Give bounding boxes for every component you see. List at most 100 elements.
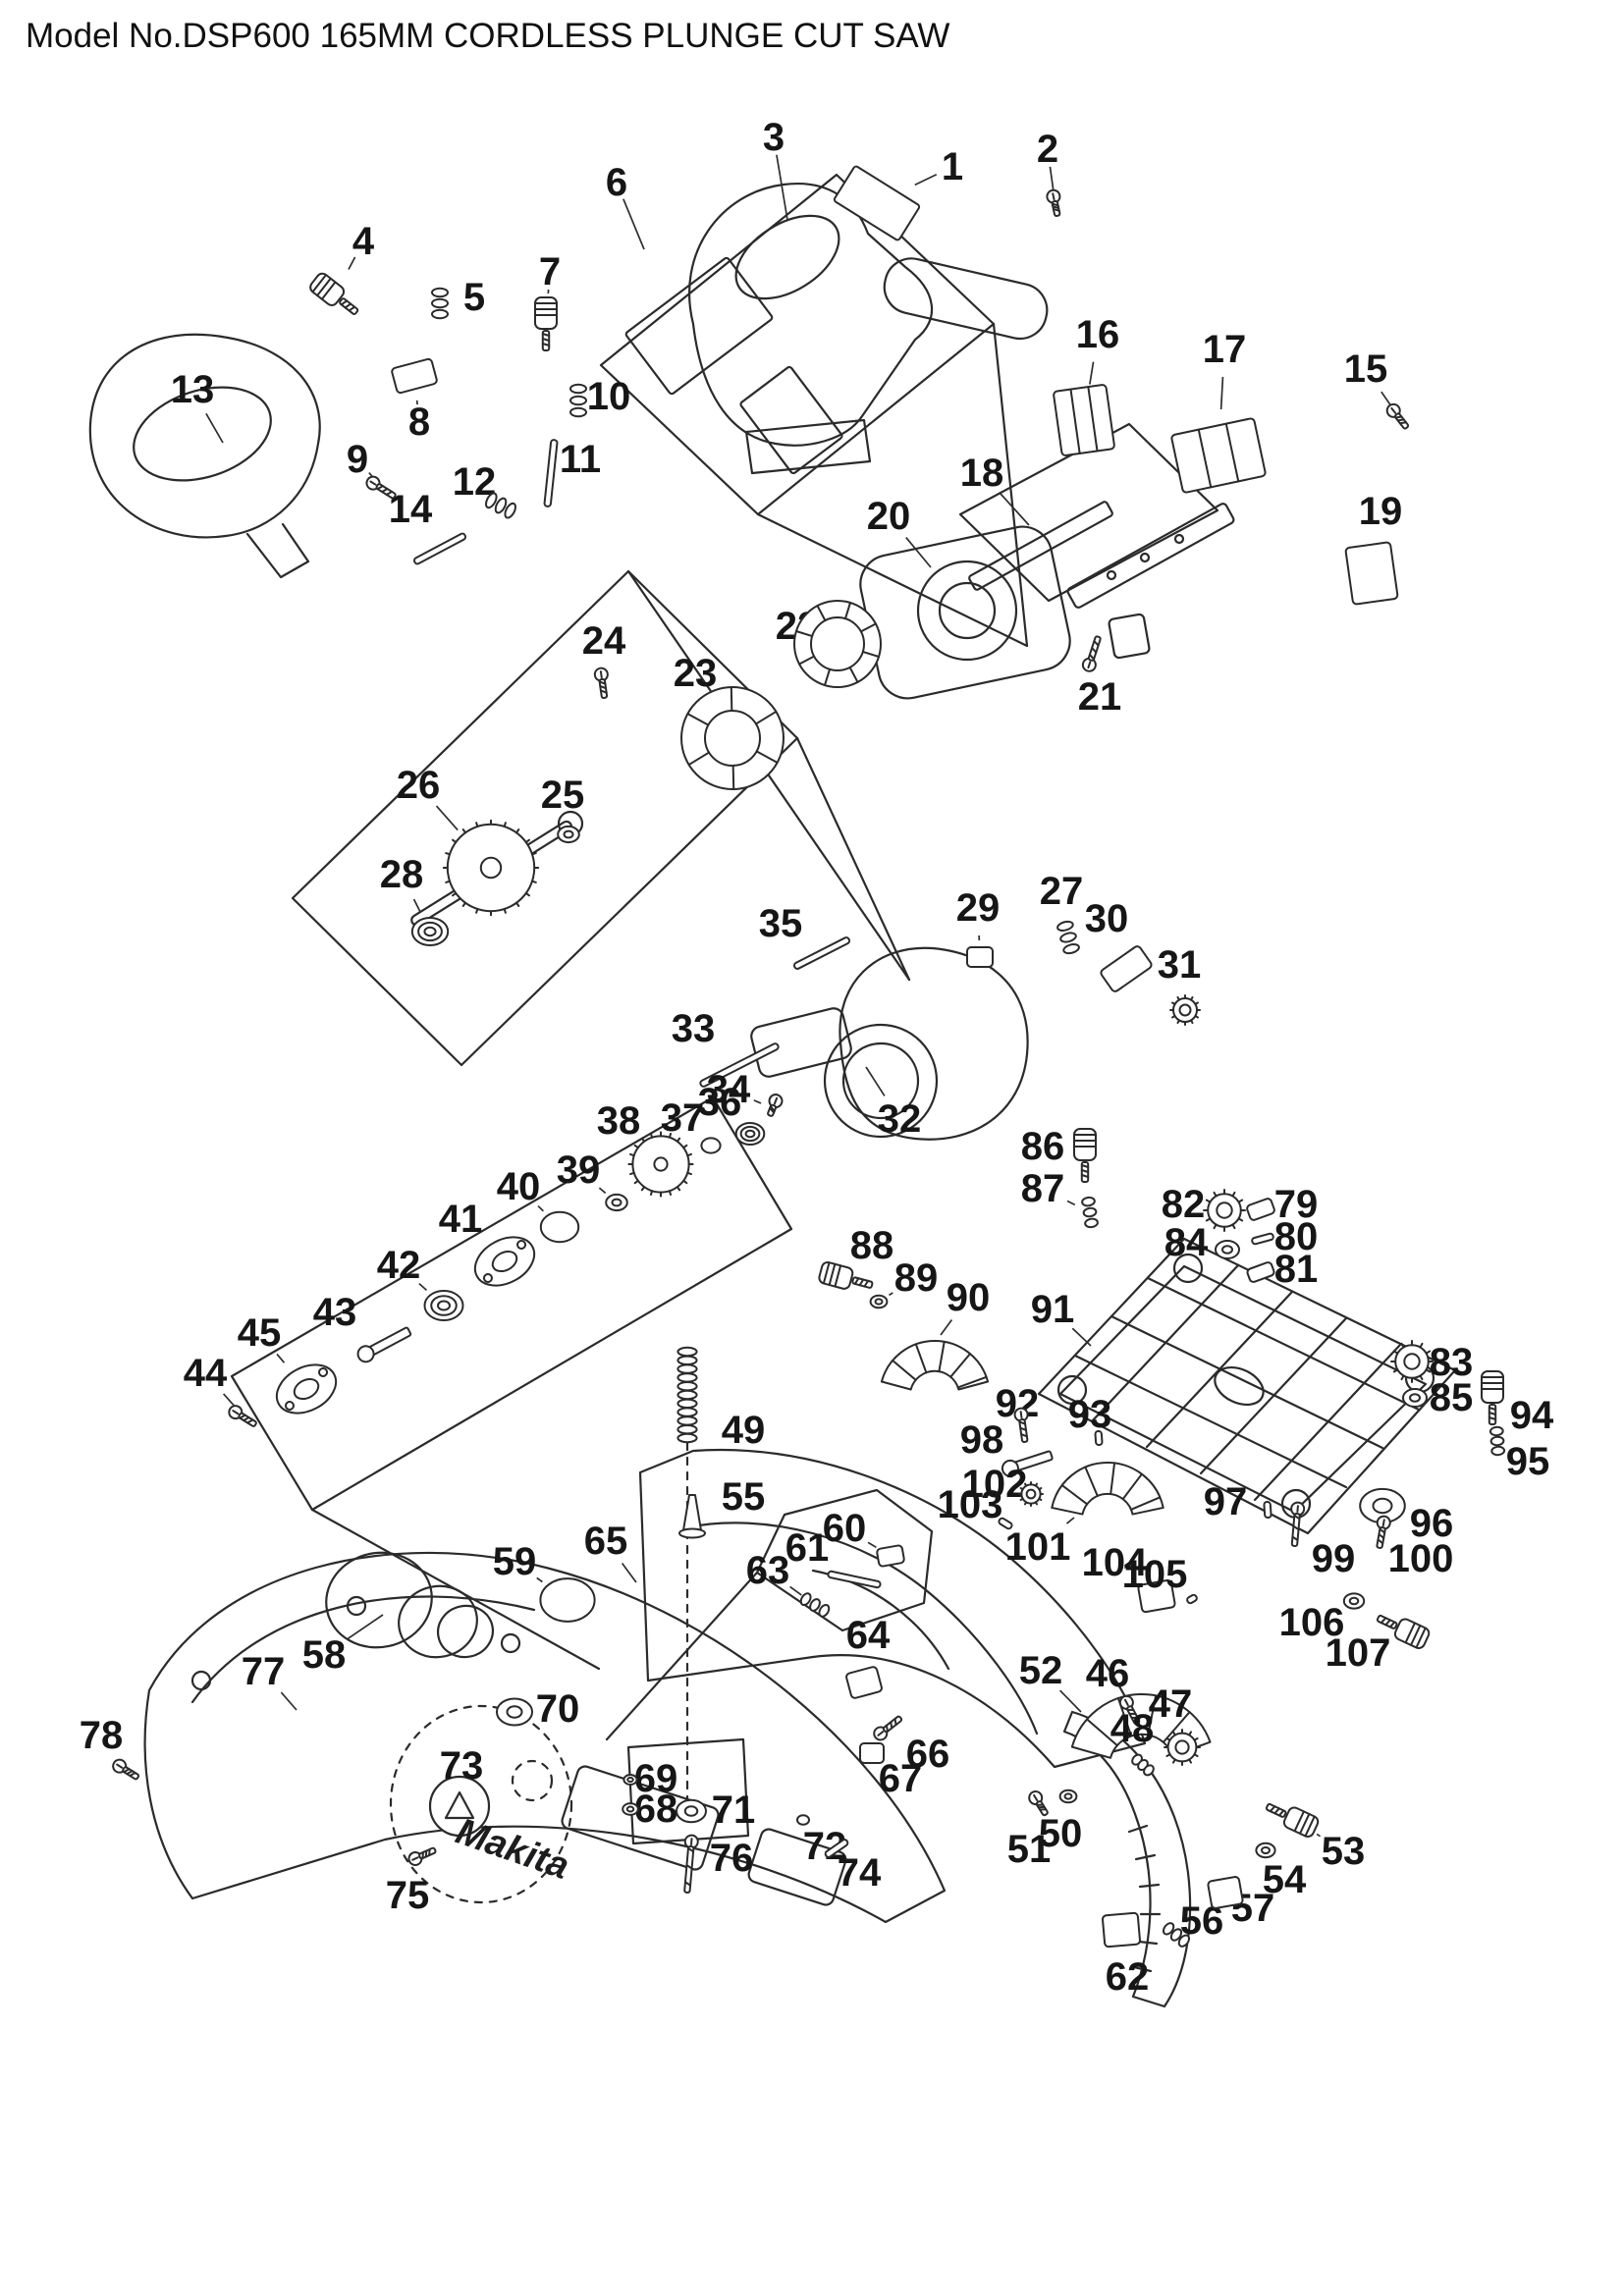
- part-76-glyph: [683, 1834, 699, 1894]
- svg-text:75: 75: [386, 1874, 430, 1917]
- part-51: 51: [1007, 1790, 1052, 1871]
- rail-plate: [1066, 503, 1235, 609]
- part-61: 61: [785, 1526, 882, 1589]
- part-80: 80: [1251, 1215, 1319, 1258]
- part-5: 5: [431, 276, 485, 320]
- svg-text:73: 73: [440, 1744, 484, 1788]
- svg-text:5: 5: [463, 276, 485, 319]
- part-22-glyph: [793, 600, 882, 688]
- part-87: 87: [1021, 1167, 1099, 1229]
- part-52: 52: [1019, 1649, 1082, 1713]
- dust-nozzle-ring: [398, 1584, 478, 1659]
- part-14-glyph: [412, 532, 467, 565]
- part-60-glyph: [876, 1544, 905, 1568]
- part-44: 44: [184, 1352, 257, 1427]
- part-100-glyph: [1376, 1515, 1391, 1549]
- part-83: 83: [1390, 1340, 1473, 1384]
- part-22: 22: [776, 600, 882, 688]
- svg-text:4: 4: [352, 220, 375, 263]
- safety-cover-outline: [143, 1551, 947, 1924]
- part-107: 107: [1326, 1614, 1431, 1675]
- svg-text:10: 10: [587, 375, 631, 418]
- svg-text:19: 19: [1359, 490, 1403, 533]
- svg-text:94: 94: [1510, 1394, 1554, 1437]
- svg-text:99: 99: [1312, 1537, 1356, 1580]
- part-78: 78: [80, 1714, 140, 1781]
- svg-text:52: 52: [1019, 1649, 1063, 1692]
- part-4: 4: [309, 220, 375, 315]
- part-27-glyph: [1056, 920, 1080, 955]
- safety-cover-window: [561, 1765, 720, 1871]
- svg-text:87: 87: [1021, 1167, 1065, 1210]
- svg-text:6: 6: [606, 161, 627, 204]
- svg-text:2: 2: [1037, 128, 1058, 171]
- part-95: 95: [1489, 1425, 1550, 1483]
- svg-text:37: 37: [661, 1096, 705, 1140]
- part-106-glyph: [1342, 1592, 1366, 1610]
- part-81-glyph: [1246, 1261, 1275, 1283]
- part-21: 21: [1078, 635, 1121, 719]
- part-10: 10: [569, 375, 631, 418]
- part-30-glyph: [1100, 945, 1153, 992]
- svg-text:84: 84: [1164, 1221, 1209, 1264]
- part-21-glyph: [1081, 635, 1102, 672]
- svg-text:80: 80: [1274, 1215, 1319, 1258]
- svg-text:85: 85: [1430, 1376, 1474, 1419]
- part-107-glyph: [1376, 1614, 1431, 1649]
- base-plate-slot: [1214, 1365, 1265, 1407]
- saw-body-base: [744, 418, 872, 475]
- svg-text:34: 34: [707, 1068, 751, 1111]
- part-97-glyph: [1263, 1500, 1272, 1520]
- svg-text:95: 95: [1506, 1440, 1550, 1483]
- svg-text:26: 26: [397, 764, 441, 807]
- part-1-glyph: [833, 165, 921, 241]
- part-4-glyph: [309, 272, 359, 315]
- base-plate-boss: [1056, 1374, 1088, 1406]
- part-75-glyph: [407, 1846, 437, 1866]
- fence-scale-tick: [1137, 1940, 1159, 1946]
- guard-sector-rib: [1130, 1496, 1162, 1511]
- part-51-glyph: [1028, 1790, 1049, 1817]
- part-23-glyph: [680, 686, 785, 790]
- part-69: 69: [623, 1757, 677, 1800]
- part-64: 64: [845, 1614, 891, 1699]
- svg-text:47: 47: [1149, 1682, 1193, 1726]
- svg-text:65: 65: [584, 1520, 628, 1563]
- svg-text:17: 17: [1203, 328, 1247, 371]
- part-90: 90: [940, 1276, 990, 1336]
- svg-text:32: 32: [878, 1097, 922, 1141]
- svg-text:50: 50: [1039, 1812, 1083, 1855]
- part-33-glyph: [699, 1042, 780, 1088]
- svg-text:61: 61: [785, 1526, 830, 1570]
- part-93: 93: [1068, 1393, 1112, 1447]
- part-86-glyph: [1073, 1128, 1097, 1183]
- main-assemblies: [88, 182, 1457, 2008]
- guard-sector-rib: [1060, 1484, 1089, 1506]
- guard-sector-rib: [1162, 1711, 1191, 1743]
- part-67: 67: [859, 1742, 922, 1800]
- handle-cover-hole: [133, 386, 272, 482]
- part-96-glyph: [1359, 1487, 1406, 1524]
- guard-sector-rib: [1121, 1472, 1143, 1501]
- fence-scale-tick: [1138, 1883, 1161, 1889]
- part-87-glyph: [1081, 1196, 1099, 1229]
- svg-text:27: 27: [1040, 870, 1084, 913]
- cover-screw-boss: [190, 1670, 212, 1691]
- svg-text:51: 51: [1007, 1828, 1052, 1871]
- part-48: 48: [1110, 1707, 1155, 1777]
- part-28-glyph: [410, 917, 450, 946]
- svg-text:36: 36: [698, 1081, 742, 1124]
- part-55-glyph: [678, 1494, 706, 1539]
- part-42: 42: [377, 1244, 464, 1321]
- svg-text:3: 3: [763, 116, 785, 159]
- svg-text:93: 93: [1068, 1393, 1112, 1436]
- part-93-glyph: [1094, 1429, 1104, 1447]
- part-57: 57: [1207, 1876, 1274, 1930]
- svg-text:60: 60: [823, 1507, 867, 1550]
- svg-text:7: 7: [539, 250, 561, 294]
- part-71: 71: [676, 1789, 755, 1832]
- part-8-glyph: [391, 357, 438, 395]
- part-105: 105: [1122, 1553, 1198, 1605]
- svg-text:104: 104: [1082, 1541, 1148, 1584]
- part-50-glyph: [1058, 1789, 1078, 1804]
